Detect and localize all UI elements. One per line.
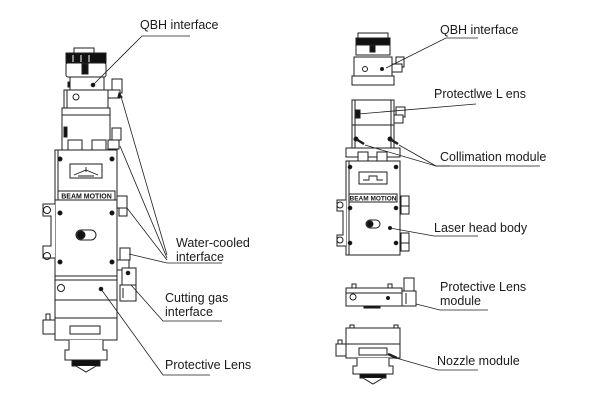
label-left-cutting-gas-interface: Cutting gas interface (165, 291, 229, 319)
right-body-plate-text: BEAM MOTION (350, 196, 397, 203)
left-qbh-connector (65, 47, 107, 91)
label-right-collimation-module: Collimation module (440, 150, 547, 164)
label-right-laser-head-body: Laser head body (434, 221, 528, 235)
leader-left-water-4 (128, 253, 168, 264)
leader-right-protective-module (415, 303, 488, 311)
right-collimation-module (345, 99, 406, 162)
leader-right-nozzle (395, 357, 478, 371)
right-nozzle-module (335, 324, 401, 385)
left-collimation-section (61, 78, 123, 151)
right-leader-lines (357, 37, 540, 371)
leader-left-protective (100, 288, 210, 376)
left-leader-lines (92, 35, 222, 376)
right-protective-lens-module (345, 277, 417, 309)
left-assembled-head: BEAM MOTION (42, 35, 222, 376)
left-protective-lens-section (54, 275, 118, 301)
label-right-nozzle-module: Nozzle module (437, 354, 520, 368)
left-laser-head-body: BEAM MOTION (42, 149, 131, 277)
leader-left-water-1 (119, 92, 168, 256)
label-right-protective-l-ens: Protectlwe L ens (434, 87, 526, 101)
leader-left-water-3 (126, 207, 168, 261)
left-cutting-gas-fitting (119, 267, 137, 302)
leader-right-qbh (385, 37, 478, 69)
right-qbh-module (351, 32, 405, 86)
label-right-protective-lens-module: Protective Lens module (440, 280, 527, 308)
label-right-qbh-interface: QBH interface (440, 23, 519, 37)
right-laser-head-body: BEAM MOTION (336, 160, 410, 256)
leader-right-collimation-2 (398, 144, 437, 167)
left-body-plate-text: BEAM MOTION (61, 194, 112, 201)
right-exploded-head: BEAM MOTION (335, 32, 540, 385)
label-left-water-cooled-interface: Water-cooled interface (176, 236, 250, 264)
leader-left-gas (130, 284, 222, 322)
left-nozzle-section (42, 299, 118, 373)
leader-left-qbh (92, 35, 190, 86)
leader-right-protective-l (357, 103, 477, 115)
label-left-qbh-interface: QBH interface (140, 18, 219, 32)
label-left-protective-lens: Protective Lens (165, 358, 252, 372)
leader-right-body (389, 227, 478, 237)
leader-left-water-2 (119, 145, 168, 259)
